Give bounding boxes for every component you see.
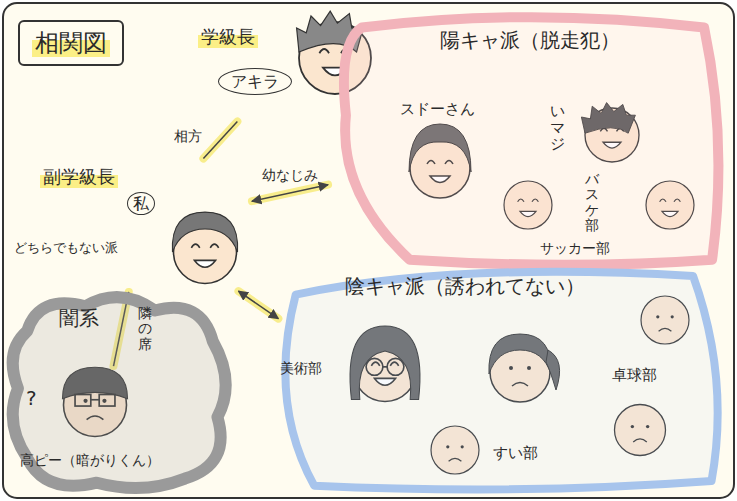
person-node: スドーさん	[395, 100, 495, 205]
note-label: どちらでもない派	[14, 240, 118, 256]
person-node: 副学級長私	[35, 160, 250, 290]
connector-highlight	[203, 121, 237, 158]
node-text: バスケ部	[585, 172, 599, 234]
node-text: 闇系	[59, 306, 99, 330]
page-frame	[3, 3, 734, 498]
node-text: 陽キャ派（脱走犯）	[440, 28, 620, 52]
node-text: いマジ	[550, 103, 565, 153]
person-node: 高ピー（暗がりくん）	[16, 368, 188, 476]
club-node: すい部	[425, 422, 555, 482]
node-text: 高ピー（暗がりくん）	[20, 452, 160, 469]
connector-line	[238, 291, 278, 318]
node-text: 卓球部	[612, 366, 657, 384]
person-node: いマジ	[545, 95, 645, 170]
node-text: 陰キャ派（誘われてない）	[345, 274, 585, 298]
group-region: 陰キャ派（誘われてない） 美術部 卓球部すい部	[268, 262, 730, 495]
node-subtext: サッカー部	[540, 240, 610, 257]
title-box: 相関図	[18, 20, 124, 66]
node-text: スドーさん	[400, 100, 475, 118]
connector-highlight	[252, 185, 328, 202]
node-text: すい部	[493, 444, 538, 462]
group-region: 闇系高ピー（暗がりくん）	[4, 290, 236, 495]
club-node: バスケ部サッカー部	[495, 170, 705, 262]
region-path	[13, 297, 226, 488]
node-text: 学級長	[198, 26, 258, 48]
connector-line	[252, 185, 328, 202]
region-path	[285, 272, 717, 490]
relation-connector	[238, 291, 278, 318]
title-text: 相関図	[32, 29, 110, 57]
relation-connector	[252, 185, 328, 202]
edge-label: 幼なじみ	[262, 167, 318, 184]
node-text: 美術部	[280, 360, 322, 377]
node-text: 副学級長	[40, 166, 118, 188]
node-subtext: アキラ	[218, 68, 292, 95]
region-path	[344, 17, 719, 265]
club-node: 卓球部	[600, 362, 700, 457]
relation-connector	[203, 121, 237, 158]
me-face	[172, 212, 237, 283]
club-node: 美術部	[280, 318, 420, 418]
group-region: 陽キャ派（脱走犯） スドーさん いマジバスケ部サッカー部	[330, 12, 728, 270]
edge-label: 隣の席	[138, 306, 152, 352]
node-subtext: 私	[127, 192, 155, 215]
edge-label: 相方	[174, 128, 202, 145]
connector-highlight	[238, 291, 278, 318]
note-label: ?	[26, 386, 37, 410]
connector-line	[203, 121, 237, 158]
